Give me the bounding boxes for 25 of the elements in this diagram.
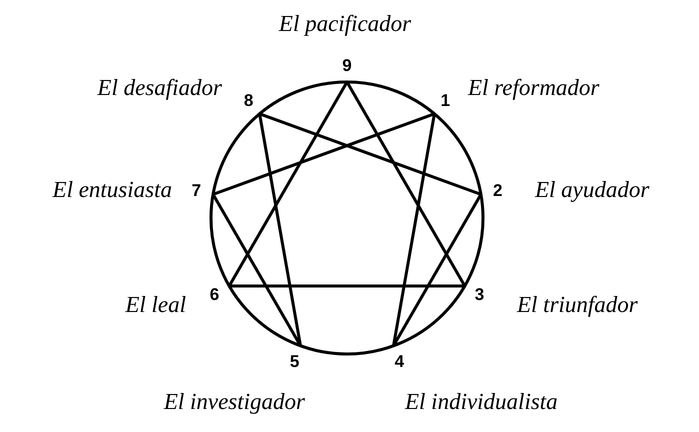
point-number: 4 bbox=[394, 352, 404, 372]
type-name: El ayudador bbox=[534, 177, 650, 203]
connector-line bbox=[228, 81, 348, 287]
connector-line bbox=[212, 112, 435, 196]
point-number: 8 bbox=[244, 90, 254, 111]
point-number: 5 bbox=[290, 352, 300, 372]
point-number: 2 bbox=[492, 181, 502, 202]
point-number: 7 bbox=[192, 181, 202, 202]
type-name: El individualista bbox=[404, 388, 558, 415]
type-name: El investigador bbox=[164, 388, 305, 415]
connector-line bbox=[392, 114, 436, 346]
connector-line bbox=[229, 284, 465, 288]
type-name: El triunfador bbox=[516, 292, 638, 318]
point-number: 3 bbox=[474, 284, 484, 304]
type-name: El reformador bbox=[468, 75, 600, 101]
connector-line bbox=[258, 114, 302, 346]
type-name: El desafiador bbox=[97, 75, 222, 101]
connector-line bbox=[259, 112, 482, 196]
type-name: El entusiasta bbox=[52, 177, 172, 203]
type-name: El leal bbox=[125, 292, 186, 318]
point-number: 9 bbox=[342, 56, 352, 76]
connector-line bbox=[346, 81, 466, 287]
point-number: 6 bbox=[210, 284, 220, 304]
type-name: El pacificador bbox=[278, 11, 412, 37]
point-number: 1 bbox=[440, 90, 450, 111]
